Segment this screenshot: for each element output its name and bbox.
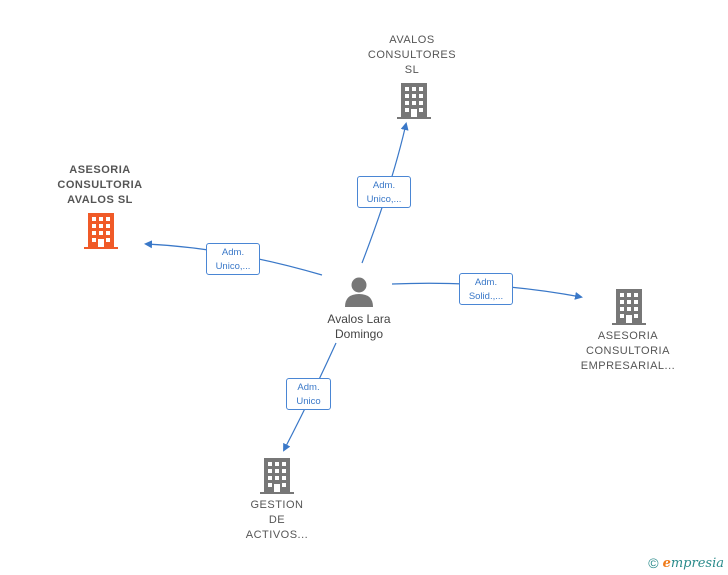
edge-label-line: Adm. <box>372 180 396 191</box>
edge-label-avalos-consultores[interactable]: Adm. Unico,... <box>357 176 411 208</box>
node-label-line: CONSULTORES <box>367 49 457 61</box>
person-icon[interactable] <box>342 276 376 308</box>
node-label-line: EMPRESARIAL... <box>580 360 676 372</box>
node-label-line: GESTION <box>250 499 304 511</box>
edge-label-line: Unico <box>296 396 321 407</box>
edge-label-asesoria-empresarial[interactable]: Adm. Solid.,... <box>459 273 513 305</box>
building-icon[interactable] <box>397 83 431 119</box>
node-label-avalos-consultores[interactable]: AVALOS CONSULTORES SL <box>352 33 472 78</box>
node-label-line: SL <box>404 64 420 76</box>
brand-rest: mpresia <box>670 555 724 571</box>
brand-initial: e <box>662 555 671 571</box>
center-label-line: Avalos Lara <box>327 312 391 326</box>
edge-label-line: Solid.,... <box>468 291 504 302</box>
building-icon[interactable] <box>260 458 294 494</box>
node-label-line: DE <box>268 514 286 526</box>
edge-label-line: Adm. <box>474 277 498 288</box>
node-label-line: CONSULTORIA <box>586 345 670 357</box>
edge-label-line: Adm. <box>297 382 320 393</box>
building-icon[interactable] <box>612 289 646 325</box>
node-label-asesoria-empresarial[interactable]: ASESORIA CONSULTORIA EMPRESARIAL... <box>566 329 690 374</box>
brand-logo[interactable]: empresia <box>663 556 724 571</box>
building-icon[interactable] <box>84 213 118 249</box>
edge-label-asesoria-avalos[interactable]: Adm. Unico,... <box>206 243 260 275</box>
node-label-line: AVALOS SL <box>67 194 133 206</box>
node-label-line: ASESORIA <box>69 164 131 176</box>
edge-label-line: Unico,... <box>366 194 402 205</box>
node-label-gestion-activos[interactable]: GESTION DE ACTIVOS... <box>217 498 337 543</box>
center-label-line: Domingo <box>334 327 384 341</box>
node-label-line: CONSULTORIA <box>57 179 143 191</box>
edge-label-line: Unico,... <box>215 261 251 272</box>
copyright-icon: © <box>648 555 659 571</box>
footer-brand: © empresia <box>648 555 724 571</box>
node-label-line: AVALOS <box>389 34 435 46</box>
node-label-line: ASESORIA <box>597 330 659 342</box>
node-label-asesoria-avalos[interactable]: ASESORIA CONSULTORIA AVALOS SL <box>38 163 162 208</box>
center-person-label[interactable]: Avalos Lara Domingo <box>298 312 420 342</box>
edge-label-gestion-activos[interactable]: Adm. Unico <box>286 378 331 410</box>
edge-label-line: Adm. <box>221 247 245 258</box>
node-label-line: ACTIVOS... <box>245 529 309 541</box>
